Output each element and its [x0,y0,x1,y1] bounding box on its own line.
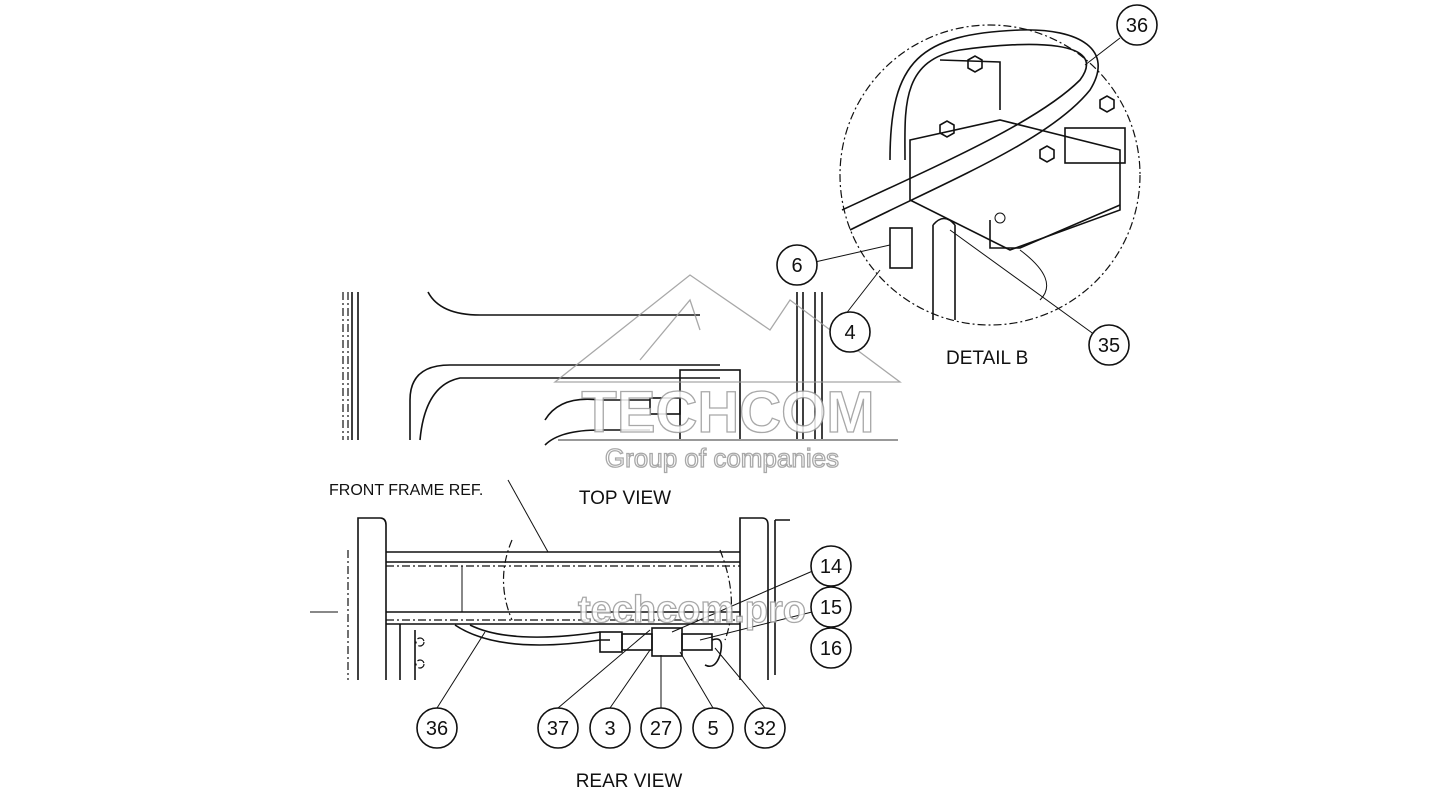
front-frame-ref-label: FRONT FRAME REF. [329,482,483,499]
watermark-brand: TECHCOM [581,380,874,445]
callout-14: 14 [810,545,852,587]
hose-36 [841,43,1088,211]
callout-16: 16 [810,627,852,669]
callout-37: 37 [537,707,579,749]
callout-number: 37 [547,718,569,740]
callout-number: 3 [604,718,615,740]
top-view-label: TOP VIEW [579,488,671,509]
callout-4: 4 [829,311,871,353]
rear-view [310,479,790,680]
callout-number: 6 [791,255,802,277]
callout-circle [810,627,852,669]
detail-b-label: DETAIL B [946,348,1028,369]
top-view [342,291,823,446]
callout-circle [589,707,631,749]
callout-number: 32 [754,718,776,740]
callout-circle [810,545,852,587]
watermark-tagline: Group of companies [605,443,839,473]
callout-36: 36 [416,707,458,749]
watermark: TECHCOM Group of companies techcom.pro [553,274,902,632]
fitting-6 [889,227,913,269]
callout-35: 35 [1088,324,1130,366]
leader-lines [436,37,1121,709]
callout-number: 16 [820,638,842,660]
callout-circle [776,244,818,286]
callout-5: 5 [692,707,734,749]
rear-view-label: REAR VIEW [576,771,683,792]
callout-32: 32 [744,707,786,749]
callouts: 36 6 4 35 14 15 16 36 37 3 27 5 32 [416,4,1158,749]
callout-number: 5 [707,718,718,740]
callout-circle [829,311,871,353]
callout-circle [1088,324,1130,366]
callout-circle [537,707,579,749]
callout-circle [1116,4,1158,46]
callout-36: 36 [1116,4,1158,46]
callout-number: 36 [426,718,448,740]
detail-b-boundary [839,24,1141,326]
callout-number: 15 [820,597,842,619]
callout-circle [744,707,786,749]
detail-b-view [839,24,1141,326]
callout-number: 4 [844,322,855,344]
callout-circle [810,586,852,628]
callout-number: 14 [820,556,842,578]
callout-6: 6 [776,244,818,286]
callout-number: 35 [1098,335,1120,357]
callout-15: 15 [810,586,852,628]
pump-body [909,119,1121,251]
watermark-site: techcom.pro [578,589,806,631]
callout-3: 3 [589,707,631,749]
callout-27: 27 [640,707,682,749]
callout-circle [692,707,734,749]
callout-circle [416,707,458,749]
callout-number: 36 [1126,15,1148,37]
callout-number: 27 [650,718,672,740]
callout-circle [640,707,682,749]
